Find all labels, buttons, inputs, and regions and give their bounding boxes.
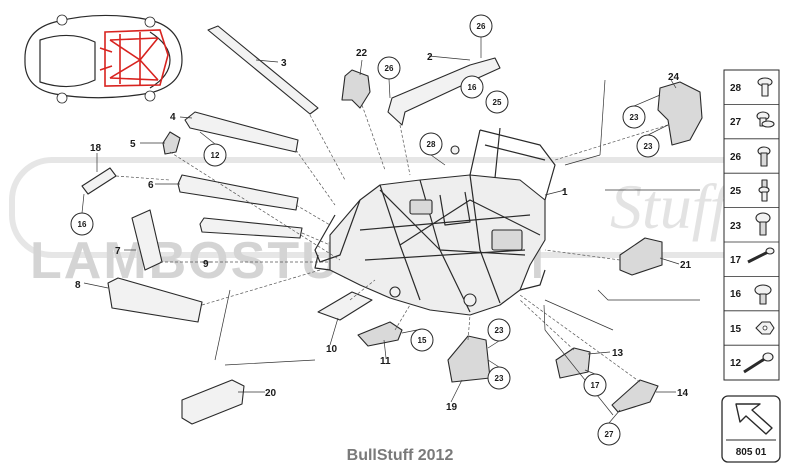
svg-text:28: 28 — [427, 140, 436, 149]
label-20: 21 — [680, 260, 692, 271]
label-4: 4 — [170, 112, 176, 123]
part-18-small-bar — [81, 167, 117, 195]
part-10-plate — [317, 291, 373, 321]
part-19-box-section — [181, 379, 245, 425]
part-13-block — [555, 347, 591, 379]
svg-text:15: 15 — [418, 336, 427, 345]
label-24: 24 — [668, 72, 680, 83]
part-4-beam — [184, 111, 299, 153]
callout-27: 27 — [597, 422, 621, 446]
svg-text:12: 12 — [211, 151, 220, 160]
part-11-bracket — [357, 321, 403, 347]
callout-23-lower-a: 23 — [487, 318, 511, 342]
part-14-wedge — [611, 379, 659, 413]
label-2: 2 — [427, 52, 433, 63]
svg-text:27: 27 — [605, 430, 614, 439]
hex-bolt-icon — [743, 352, 774, 374]
label-18: 18 — [90, 143, 102, 154]
part-9-crossbar — [199, 217, 303, 239]
svg-text:16: 16 — [78, 220, 87, 229]
fastener-label-12: 12 — [730, 358, 742, 369]
callout-23-lower-b: 23 — [487, 366, 511, 390]
label-1: 1 — [562, 187, 568, 198]
arrow-icon — [735, 403, 773, 435]
label-22: 19 — [446, 402, 458, 413]
callout-25: 25 — [485, 90, 509, 114]
label-10: 10 — [326, 344, 338, 355]
label-19: 20 — [265, 388, 277, 399]
pin-icon — [758, 179, 770, 202]
watermark-script-text: Stuff — [610, 171, 736, 242]
caption-text: BullStuff 2012 — [346, 447, 454, 464]
callout-23-upper-right-a: 23 — [622, 105, 646, 129]
screw-icon — [755, 212, 771, 236]
svg-text:26: 26 — [385, 64, 394, 73]
svg-text:23: 23 — [495, 326, 504, 335]
callout-16-left: 16 — [70, 212, 94, 236]
callout-17: 17 — [583, 373, 607, 397]
label-11: 11 — [380, 356, 391, 367]
label-13: 13 — [612, 348, 624, 359]
fastener-label-28: 28 — [730, 83, 742, 94]
callout-26-top: 26 — [469, 14, 493, 38]
fastener-legend: 28 27 26 25 23 17 16 15 12 — [723, 69, 780, 381]
fastener-label-17: 17 — [730, 255, 742, 266]
diagram-code: 805 01 — [736, 447, 767, 458]
long-bolt-icon — [747, 247, 775, 264]
callout-23-upper-right-b: 23 — [636, 134, 660, 158]
svg-text:23: 23 — [644, 142, 653, 151]
svg-text:26: 26 — [477, 22, 486, 31]
highlighted-front-frame — [99, 29, 169, 87]
part-number-labels: 3 2 22 24 4 5 18 6 1 7 9 21 8 10 13 11 2… — [75, 48, 692, 413]
diagram-code-box: 805 01 — [721, 395, 781, 463]
fastener-label-16: 16 — [730, 289, 742, 300]
fastener-label-15: 15 — [730, 324, 742, 335]
part-20-mount — [619, 237, 663, 276]
label-3: 3 — [281, 58, 287, 69]
nut-icon — [755, 321, 775, 335]
rivet-icon — [757, 77, 773, 97]
label-9: 9 — [203, 259, 209, 270]
fastener-label-26: 26 — [730, 152, 742, 163]
part-8-lower-panel — [107, 277, 203, 323]
svg-text:17: 17 — [591, 381, 600, 390]
flange-bolt-icon — [754, 284, 772, 305]
label-21: 22 — [356, 48, 368, 59]
callout-26-mid: 26 — [377, 56, 401, 80]
part-22-bracket — [447, 335, 491, 383]
label-14: 14 — [677, 388, 689, 399]
bolt-washer-icon — [756, 111, 775, 128]
callout-28: 28 — [419, 132, 443, 156]
front-frame-assembly — [314, 127, 556, 316]
fastener-label-27: 27 — [730, 117, 742, 128]
fastener-label-25: 25 — [730, 186, 742, 197]
callout-16-top: 16 — [460, 75, 484, 99]
leader-lines — [83, 55, 700, 416]
label-5: 5 — [130, 139, 136, 150]
svg-text:23: 23 — [630, 113, 639, 122]
svg-text:23: 23 — [495, 374, 504, 383]
fastener-label-23: 23 — [730, 221, 742, 232]
callout-12: 12 — [203, 143, 227, 167]
part-24-bracket — [657, 81, 703, 146]
svg-text:25: 25 — [493, 98, 502, 107]
part-5-bracket — [162, 131, 181, 155]
part-21-bracket — [341, 69, 371, 109]
car-overview-icon — [24, 14, 183, 104]
svg-text:16: 16 — [468, 83, 477, 92]
part-6-member — [177, 174, 299, 211]
part-3-rail — [207, 25, 319, 115]
label-6: 6 — [148, 180, 154, 191]
label-8: 8 — [75, 280, 81, 291]
part-2-upper-bar — [387, 57, 501, 126]
label-7: 7 — [115, 246, 121, 257]
callout-15: 15 — [410, 328, 434, 352]
stud-icon — [757, 146, 771, 167]
